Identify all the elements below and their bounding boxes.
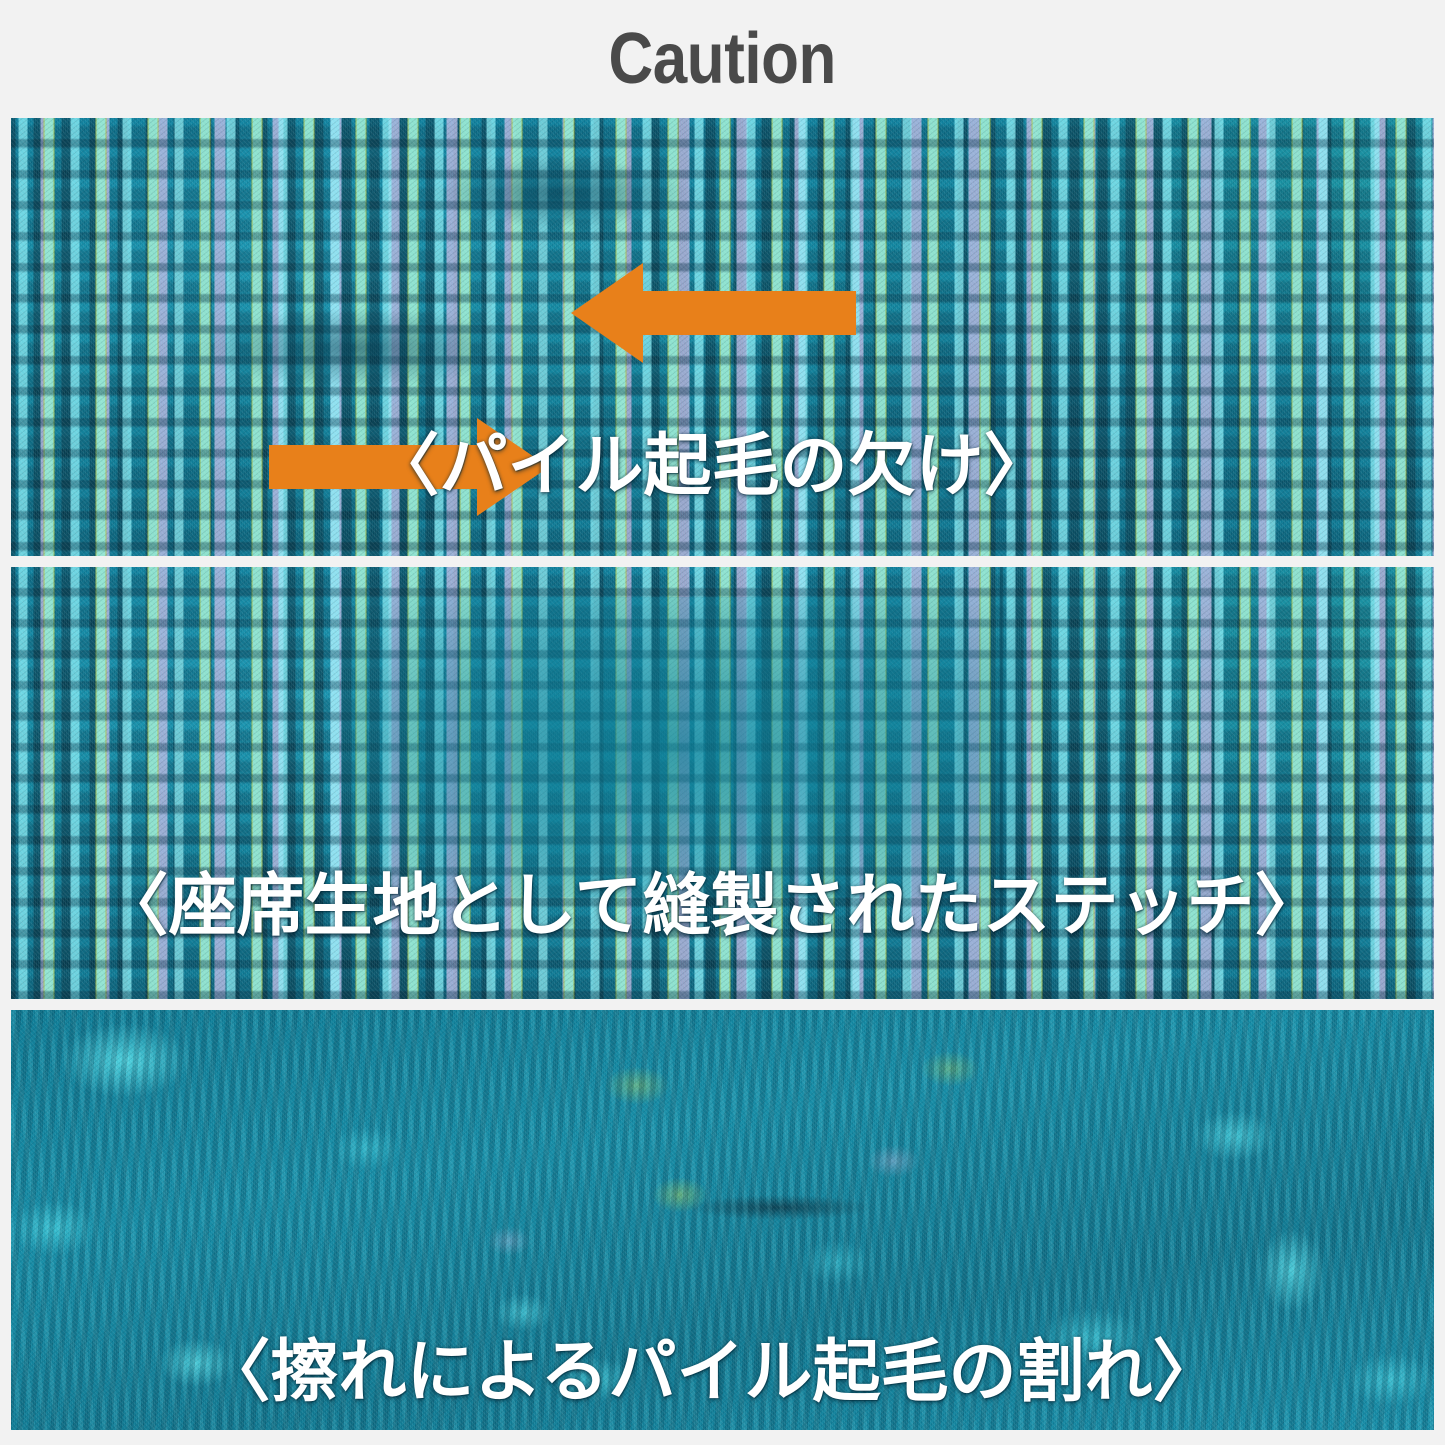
panel-2-caption: 〈座席生地として縫製されたステッチ〉: [100, 868, 1323, 944]
footer-spacer: [0, 1430, 1445, 1445]
fabric-texture-3: [11, 1010, 1434, 1430]
panel-3-caption: 〈擦れによるパイル起毛の割れ〉: [202, 1334, 1221, 1410]
panel-1-caption: 〈パイル起毛の欠け〉: [371, 428, 1052, 504]
page-header: Caution: [0, 0, 1445, 118]
page-title: Caution: [608, 19, 837, 99]
